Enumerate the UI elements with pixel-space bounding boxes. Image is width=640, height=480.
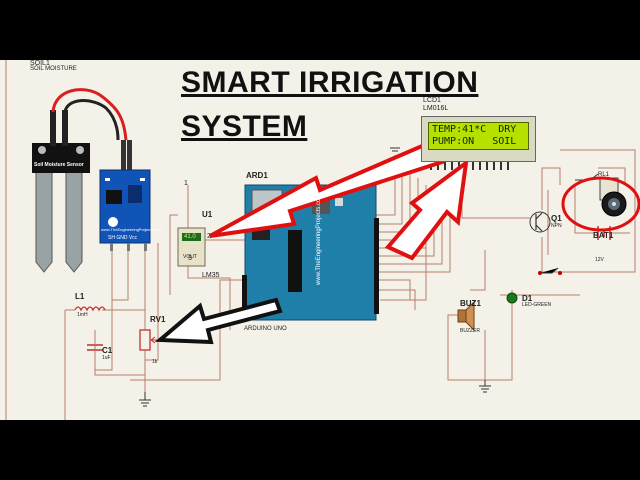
inductor-ref: L1 [75, 292, 85, 301]
buzzer-ref: BUZ1 [460, 299, 481, 308]
lcd-ref: LCD1 [423, 97, 441, 104]
battery-value: 12V [595, 257, 604, 263]
soil-probes [32, 110, 90, 273]
led-model: LED-GREEN [522, 302, 552, 308]
lcd-model: LM016L [423, 105, 449, 112]
lm35-pin-1: 1 [184, 180, 188, 187]
soil-sensor-type: SOIL MOISTURE [30, 66, 77, 72]
lm35-model: LM35 [202, 272, 220, 279]
led-symbol [506, 292, 518, 304]
buzzer-model: BUZZER [460, 328, 480, 334]
lcd-line-1: TEMP:41*C DRY [432, 124, 517, 135]
arduino-ref: ARD1 [246, 171, 268, 180]
transistor-symbol [529, 211, 551, 233]
led-ref: D1 [522, 294, 533, 303]
highlight-circle [561, 176, 640, 232]
arduino-site: www.TheEngineeringProjects.com [316, 193, 322, 285]
lm35-vout: VOUT [183, 254, 197, 260]
buzzer-symbol [457, 300, 475, 332]
lm35-ref: U1 [202, 210, 213, 219]
circuit-diagram [5, 60, 640, 420]
module-site: www.TheEngineeringProjects.com [101, 227, 162, 232]
switch-symbol [538, 267, 562, 275]
transistor-model: NPN [551, 223, 562, 229]
lm35-package [177, 227, 206, 267]
sensor-cables [51, 88, 128, 141]
module-pins: SH GND Vcc [108, 235, 138, 241]
sensor-module [99, 169, 151, 251]
wires [5, 60, 636, 420]
battery-ref: BAT1 [593, 231, 614, 240]
transistor-ref: Q1 [551, 214, 562, 223]
title-line-1: SMART IRRIGATION [181, 66, 479, 99]
lcd-line-2: PUMP:ON SOIL [432, 136, 517, 147]
arrow-to-potentiometer [154, 297, 283, 345]
arrow-arduino-to-lcd [384, 158, 469, 261]
lm35-pin-2: 2 [207, 233, 211, 240]
inductor-coil [74, 306, 106, 312]
lm35-reading: 41.0 [184, 234, 196, 240]
soil-sensor-label: Soil Moisture Sensor [34, 162, 84, 168]
relay-ref: RL1 [598, 172, 610, 178]
capacitor-ref: C1 [102, 346, 113, 355]
pot-value: 1k [152, 359, 158, 365]
inductor-value: 1mH [77, 312, 88, 318]
pot-ref: RV1 [150, 315, 166, 324]
soil-sensor-ref: SOIL1 [30, 60, 50, 67]
motor-symbol [601, 191, 627, 217]
potentiometer-symbol [139, 329, 158, 351]
arrow-lcd-to-lm35 [209, 137, 445, 238]
title-line-2: SYSTEM [181, 110, 308, 143]
capacitor-symbol [87, 330, 103, 365]
lm35-pin-3: 3 [188, 255, 192, 262]
capacitor-value: 1uF [102, 355, 111, 361]
red-arrows [209, 137, 469, 261]
arduino-model: ARDUINO UNO [244, 326, 287, 332]
ground-symbols [139, 147, 491, 407]
